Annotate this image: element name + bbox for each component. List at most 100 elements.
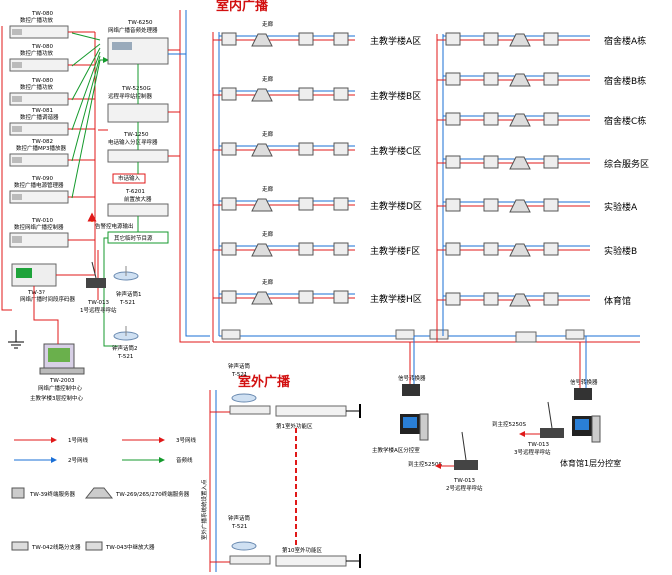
device-name: 数控广播电源管理器 bbox=[14, 181, 64, 189]
zone-row: 宿舍楼A栋 bbox=[437, 32, 646, 47]
remote1-model: TW-013 bbox=[87, 300, 110, 306]
terminal-icon bbox=[333, 87, 349, 101]
device-model: TW-010 bbox=[31, 218, 54, 224]
terminal-icon bbox=[445, 112, 461, 126]
outdoor-zone-1: 第1室外功能区 bbox=[275, 404, 361, 430]
legend-audio: 音频线 bbox=[176, 456, 193, 464]
device-name: 数控广播调谐器 bbox=[20, 113, 59, 121]
legend-splitter-icon bbox=[11, 541, 29, 551]
main-substation: 信号转换器 主教学楼A区分控室 bbox=[372, 374, 429, 454]
gym-substation-label: 体育馆1层分控室 bbox=[560, 458, 621, 468]
rack-left-line bbox=[1, 26, 12, 311]
zone-label: 宿舍楼A栋 bbox=[604, 35, 646, 47]
speaker-icon bbox=[251, 88, 273, 102]
terminal-icon bbox=[221, 87, 237, 101]
remote2-name: 2号远程寻呼站 bbox=[446, 484, 483, 492]
main-substation-label: 主教学楼A区分控室 bbox=[372, 446, 420, 454]
terminal-icon bbox=[333, 290, 349, 304]
terminal-icon bbox=[445, 292, 461, 306]
speaker-icon bbox=[509, 73, 531, 87]
terminal-icon bbox=[543, 292, 559, 306]
main-red-trunk bbox=[179, 10, 210, 343]
bell2-audio-link bbox=[103, 237, 118, 347]
rack-audio-lines bbox=[71, 32, 101, 199]
center-red-links bbox=[168, 49, 180, 157]
corridor-label: 走廊 bbox=[262, 230, 274, 238]
terminal-icon bbox=[298, 32, 314, 46]
to-main-2: 到主控5250S bbox=[492, 420, 526, 428]
device-power-manager: TW-090 数控广播电源管理器 bbox=[9, 176, 69, 204]
device-remote-controller: TW-5250G 远程寻呼站控制器 bbox=[107, 86, 169, 123]
legend-terminal-icon bbox=[11, 487, 25, 499]
bell1-name: 钟声话筒1 bbox=[116, 290, 142, 298]
device-decoder: TW-3? 网络广播时间段序码器 bbox=[11, 263, 76, 303]
corridor-label: 走廊 bbox=[262, 278, 274, 286]
corridor-label: 走廊 bbox=[262, 185, 274, 193]
device-amp-3: TW-080 数控广播功放 bbox=[9, 78, 69, 106]
legend-amp: TW-043中继放大器 bbox=[105, 543, 155, 551]
bell-mic-2: 钟声话筒2 T-521 bbox=[112, 326, 139, 360]
remote-station-1: TW-013 1号远程寻呼站 bbox=[80, 261, 117, 314]
remote-red-link bbox=[97, 129, 108, 300]
device-name: 数控广播功放 bbox=[20, 83, 54, 91]
device-net-controller: TW-010 数控网络广播控制器 bbox=[9, 218, 69, 248]
preamp-model: T-6201 bbox=[125, 189, 145, 195]
device-amp-1: TW-080 数控广播功放 bbox=[9, 11, 69, 39]
device-model: TW-090 bbox=[31, 176, 54, 182]
zone-label: 主教学楼B区 bbox=[370, 90, 421, 102]
bell1-model: T-521 bbox=[119, 300, 135, 306]
terminal-icon bbox=[221, 32, 237, 46]
terminal-icon bbox=[483, 292, 499, 306]
zone-row: 实验楼A bbox=[437, 198, 638, 213]
zone-row: 综合服务区 bbox=[437, 155, 649, 170]
terminal-icon bbox=[483, 112, 499, 126]
device-name: 数控广播功放 bbox=[20, 49, 54, 57]
terminal-icon bbox=[445, 72, 461, 86]
outdoor-bell-bottom: 钟声话筒 T-521 bbox=[228, 514, 271, 565]
speaker-icon bbox=[251, 33, 273, 47]
center-rack: TW-6250 网络广播音频处理器 TW-5250G 远程寻呼站控制器 TW-1… bbox=[107, 20, 169, 244]
terminal-icon bbox=[298, 87, 314, 101]
terminal-icon bbox=[221, 242, 237, 256]
device-model: TW-080 bbox=[31, 78, 54, 84]
remote-ctrl-model: TW-5250G bbox=[121, 86, 151, 92]
speaker-icon bbox=[509, 156, 531, 170]
outdoor-title: 室外广播 bbox=[238, 374, 291, 390]
sig-converter-2: 信号转换器 bbox=[570, 378, 598, 386]
zone-label: 主教学楼D区 bbox=[370, 200, 422, 212]
main-blue-trunk bbox=[185, 10, 210, 337]
left-device-rack: TW-080 数控广播功放 TW-080 数控广播功放 TW-080 数控广播功… bbox=[9, 11, 76, 303]
outdoor-bell-top-name: 钟声话筒 bbox=[228, 362, 251, 370]
terminal-icon bbox=[445, 155, 461, 169]
indoor-zones-left: 走廊主教学楼A区走廊主教学楼B区走廊主教学楼C区走廊主教学楼D区走廊主教学楼F区… bbox=[213, 20, 422, 305]
terminal-icon bbox=[221, 197, 237, 211]
zone-label: 主教学楼A区 bbox=[370, 35, 421, 47]
rack-net-lines bbox=[68, 31, 95, 241]
legend: 1号网线 3号网线 2号网线 音频线 TW-39终端服务器 TW-269/265… bbox=[11, 436, 196, 551]
terminal-icon bbox=[333, 242, 349, 256]
outdoor-bell-top: 钟声话筒 T-521 bbox=[228, 362, 271, 415]
sig-converter-1: 信号转换器 bbox=[398, 374, 426, 382]
bell2-name: 钟声话筒2 bbox=[112, 344, 138, 352]
decoder-name: 网络广播时间段序码器 bbox=[20, 295, 76, 303]
outdoor-zone10-label: 第10室外功能区 bbox=[282, 546, 322, 554]
zone-label: 主教学楼F区 bbox=[370, 245, 420, 257]
legend-line2: 2号网线 bbox=[68, 456, 88, 464]
ground-symbol bbox=[8, 330, 24, 349]
center-model: TW-2003 bbox=[49, 378, 75, 384]
phone-model: TW-1250 bbox=[123, 132, 149, 138]
corridor-label: 走廊 bbox=[262, 75, 274, 83]
corridor-label: 走廊 bbox=[262, 20, 274, 28]
zone-label: 体育馆 bbox=[604, 295, 631, 307]
device-model: TW-080 bbox=[31, 44, 54, 50]
device-tuner: TW-081 数控广播调谐器 bbox=[9, 108, 69, 136]
terminal-icon bbox=[221, 142, 237, 156]
device-name: 数控网络广播控制器 bbox=[14, 223, 64, 231]
